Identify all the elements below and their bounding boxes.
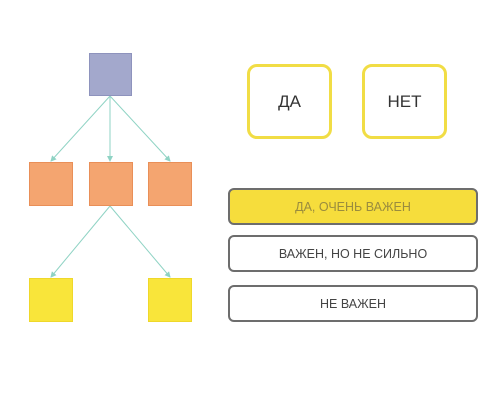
middle-node-1 bbox=[29, 162, 73, 206]
connector-root-mid3 bbox=[109, 95, 171, 162]
option-label: ВАЖЕН, НО НЕ СИЛЬНО bbox=[278, 246, 428, 261]
leaf-node-1 bbox=[29, 278, 73, 322]
hierarchy-diagram bbox=[0, 0, 220, 405]
connector-mid2-leaf1 bbox=[50, 205, 111, 278]
root-node bbox=[89, 53, 132, 96]
connector-mid2-leaf2 bbox=[109, 205, 171, 278]
option-somewhat-important[interactable]: ВАЖЕН, НО НЕ СИЛЬНО bbox=[228, 235, 478, 272]
option-very-important[interactable]: ДА, ОЧЕНЬ ВАЖЕН bbox=[228, 188, 478, 225]
connector-root-mid1 bbox=[50, 95, 111, 162]
no-button-label: НЕТ bbox=[387, 91, 422, 111]
no-button[interactable]: НЕТ bbox=[362, 64, 447, 139]
middle-node-3 bbox=[148, 162, 192, 206]
diagram-connectors bbox=[50, 95, 171, 278]
yes-button[interactable]: ДА bbox=[247, 64, 332, 139]
yes-button-label: ДА bbox=[278, 91, 301, 111]
leaf-node-2 bbox=[148, 278, 192, 322]
option-label: НЕ ВАЖЕН bbox=[319, 296, 386, 311]
option-not-important[interactable]: НЕ ВАЖЕН bbox=[228, 285, 478, 322]
middle-node-2 bbox=[89, 162, 133, 206]
option-label: ДА, ОЧЕНЬ ВАЖЕН bbox=[295, 199, 411, 214]
